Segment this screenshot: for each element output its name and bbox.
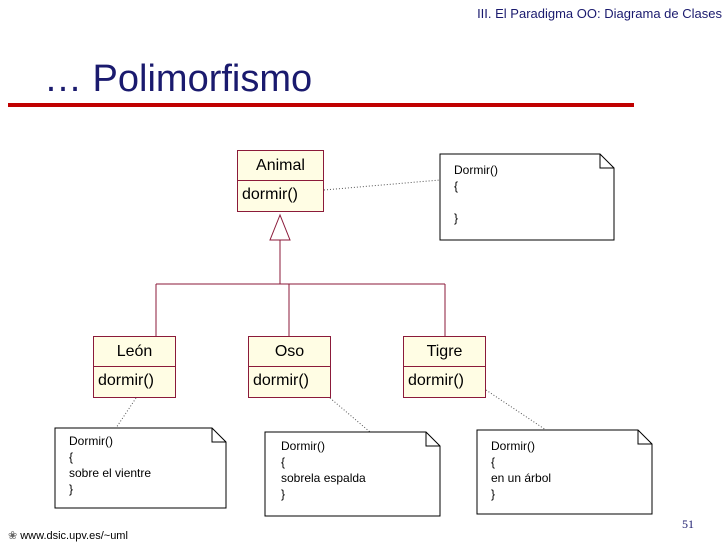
footer-url[interactable]: ❀www.dsic.upv.es/~uml	[8, 529, 128, 542]
page-number: 51	[682, 517, 694, 531]
anchor-leon	[115, 397, 137, 429]
class-name-oso: Oso	[249, 337, 330, 367]
generalization-arrow	[269, 213, 291, 241]
class-op-oso: dormir()	[253, 372, 309, 389]
anchor-oso	[329, 397, 371, 433]
note-text-animal: Dormir() { }	[454, 163, 498, 225]
note-fold-oso	[425, 432, 440, 447]
note-anchors	[115, 179, 547, 433]
note-shape-tigre	[476, 429, 653, 515]
anchor-tigre	[485, 389, 547, 431]
note-shape-animal	[439, 153, 615, 241]
note-text-oso: Dormir() { sobrela espalda }	[281, 439, 366, 501]
note-fold-leon	[211, 428, 226, 443]
class-op-leon: dormir()	[98, 372, 154, 389]
notes-shapes	[54, 153, 653, 517]
title-rule	[8, 103, 634, 107]
note-text-leon: Dormir() { sobre el vientre }	[69, 434, 152, 496]
note-fold-animal	[599, 154, 614, 169]
class-op-tigre: dormir()	[408, 372, 464, 389]
page-title: … Polimorfismo	[44, 58, 313, 100]
class-op-animal: dormir()	[242, 186, 298, 203]
note-text-tigre: Dormir() { en un árbol }	[491, 439, 552, 501]
note-shape-oso	[264, 431, 441, 517]
section-header: III. El Paradigma OO: Diagrama de Clases	[477, 6, 722, 21]
class-name-animal: Animal	[238, 151, 323, 181]
anchor-animal	[323, 179, 441, 191]
note-fold-tigre	[637, 430, 652, 445]
class-oso[interactable]: Oso dormir()	[248, 336, 331, 398]
class-animal[interactable]: Animal dormir()	[237, 150, 324, 212]
class-leon[interactable]: León dormir()	[93, 336, 176, 398]
class-name-tigre: Tigre	[404, 337, 485, 367]
note-shape-leon	[54, 427, 227, 509]
inheritance-connectors	[155, 240, 446, 336]
class-name-leon: León	[94, 337, 175, 367]
class-tigre[interactable]: Tigre dormir()	[403, 336, 486, 398]
footer-url-text: www.dsic.upv.es/~uml	[20, 530, 128, 542]
globe-icon: ❀	[8, 530, 18, 542]
